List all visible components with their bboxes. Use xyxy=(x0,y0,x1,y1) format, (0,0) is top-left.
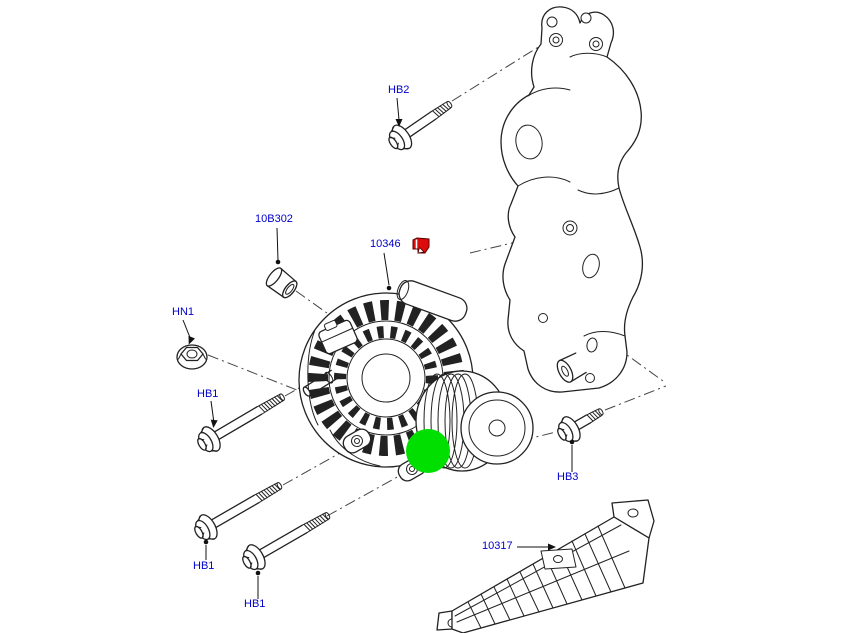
note-flag-icon[interactable] xyxy=(410,237,431,256)
part-bolt-hb3[interactable] xyxy=(553,399,609,447)
callout-hb2[interactable]: HB2 xyxy=(388,84,410,96)
click-indicator xyxy=(406,429,450,473)
part-mounting-bracket[interactable] xyxy=(500,6,644,393)
part-bushing-10b302[interactable] xyxy=(264,266,300,301)
part-bolt-hb2[interactable] xyxy=(383,92,458,155)
callout-10346[interactable]: 10346 xyxy=(370,238,401,250)
callout-hb1-lower-mid[interactable]: HB1 xyxy=(244,598,266,610)
note-flag-icon-glyph xyxy=(412,237,430,254)
part-nut-hn1[interactable] xyxy=(176,344,208,370)
callout-hb1-lower-left[interactable]: HB1 xyxy=(193,560,215,572)
callout-10b302[interactable]: 10B302 xyxy=(255,213,293,225)
callout-hn1[interactable]: HN1 xyxy=(172,306,195,318)
part-bolt-hb1-lower-mid[interactable] xyxy=(238,503,336,575)
callout-hb3[interactable]: HB3 xyxy=(557,471,579,483)
part-shield-10317[interactable] xyxy=(436,499,655,633)
leader-lines xyxy=(182,97,575,599)
callout-10317[interactable]: 10317 xyxy=(482,540,513,552)
part-alternator-10346[interactable] xyxy=(298,277,534,484)
callout-hb1-upper[interactable]: HB1 xyxy=(197,388,219,400)
part-bolt-hb1-lower-left[interactable] xyxy=(190,473,288,545)
